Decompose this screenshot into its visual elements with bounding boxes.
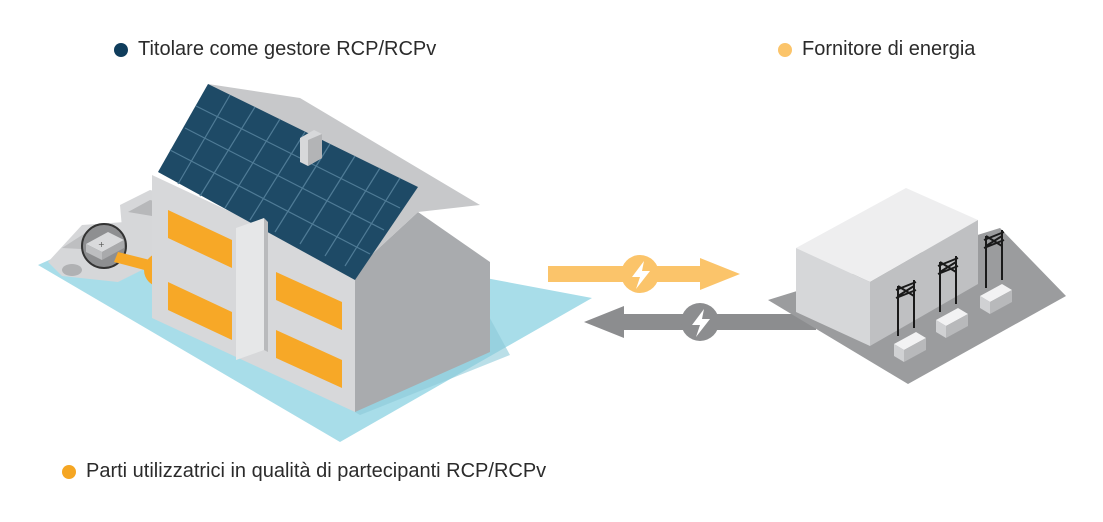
power-pylons [895,230,1005,336]
import-arrow [584,303,816,341]
legend-supplier-label: Fornitore di energia [802,38,976,60]
solar-roof [158,84,418,280]
export-arrow [548,255,740,293]
transformers [894,284,1012,362]
battery-icon: + [81,223,127,269]
window-upper-right [276,272,342,330]
legend-supplier: Fornitore di energia [778,38,975,61]
lightning-bolt-icon [632,261,650,289]
chimney [300,130,322,166]
legend-owner-dot [114,42,128,57]
window-upper-left [168,210,232,268]
legend-owner: Titolare come gestore RCP/RCPv [114,38,436,61]
window-lower-right [276,330,342,388]
legend-users-dot [62,464,76,479]
solar-panel-grid [169,94,401,267]
house-gable-end [355,212,490,412]
svg-text:+: + [98,240,105,249]
lightning-bolt-icon [692,309,710,337]
window-lower-left [168,282,232,340]
legend-owner-label: Titolare come gestore RCP/RCPv [138,38,437,60]
house-column [236,218,264,360]
legend-users-label: Parti utilizzatrici in qualità di partec… [86,460,547,482]
legend-supplier-dot [778,42,792,57]
legend-users: Parti utilizzatrici in qualità di partec… [62,460,546,483]
